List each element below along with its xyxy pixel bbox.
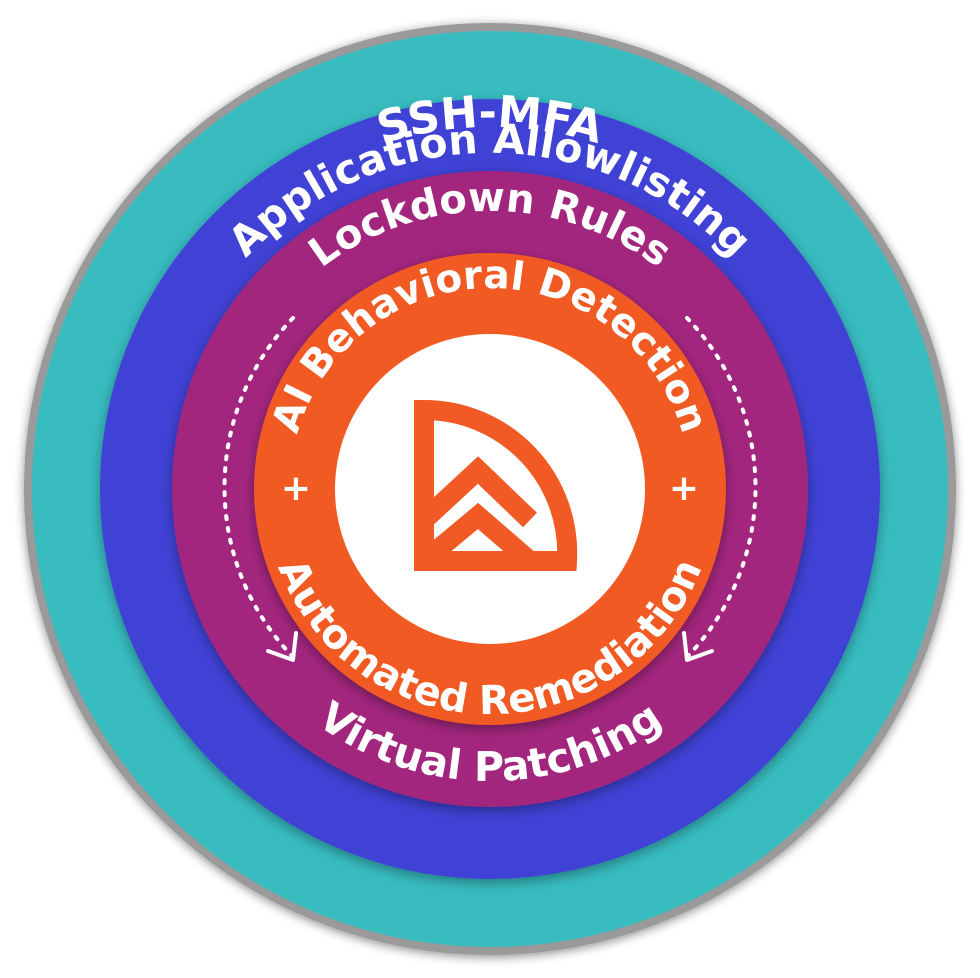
quarter-circle-chevron-logo-icon: [414, 399, 578, 571]
dotted-arrow-left: [222, 316, 298, 662]
plus-separator-left: +: [281, 468, 311, 509]
dotted-arrow-right: [682, 316, 758, 662]
plus-separator-right: +: [669, 468, 699, 509]
